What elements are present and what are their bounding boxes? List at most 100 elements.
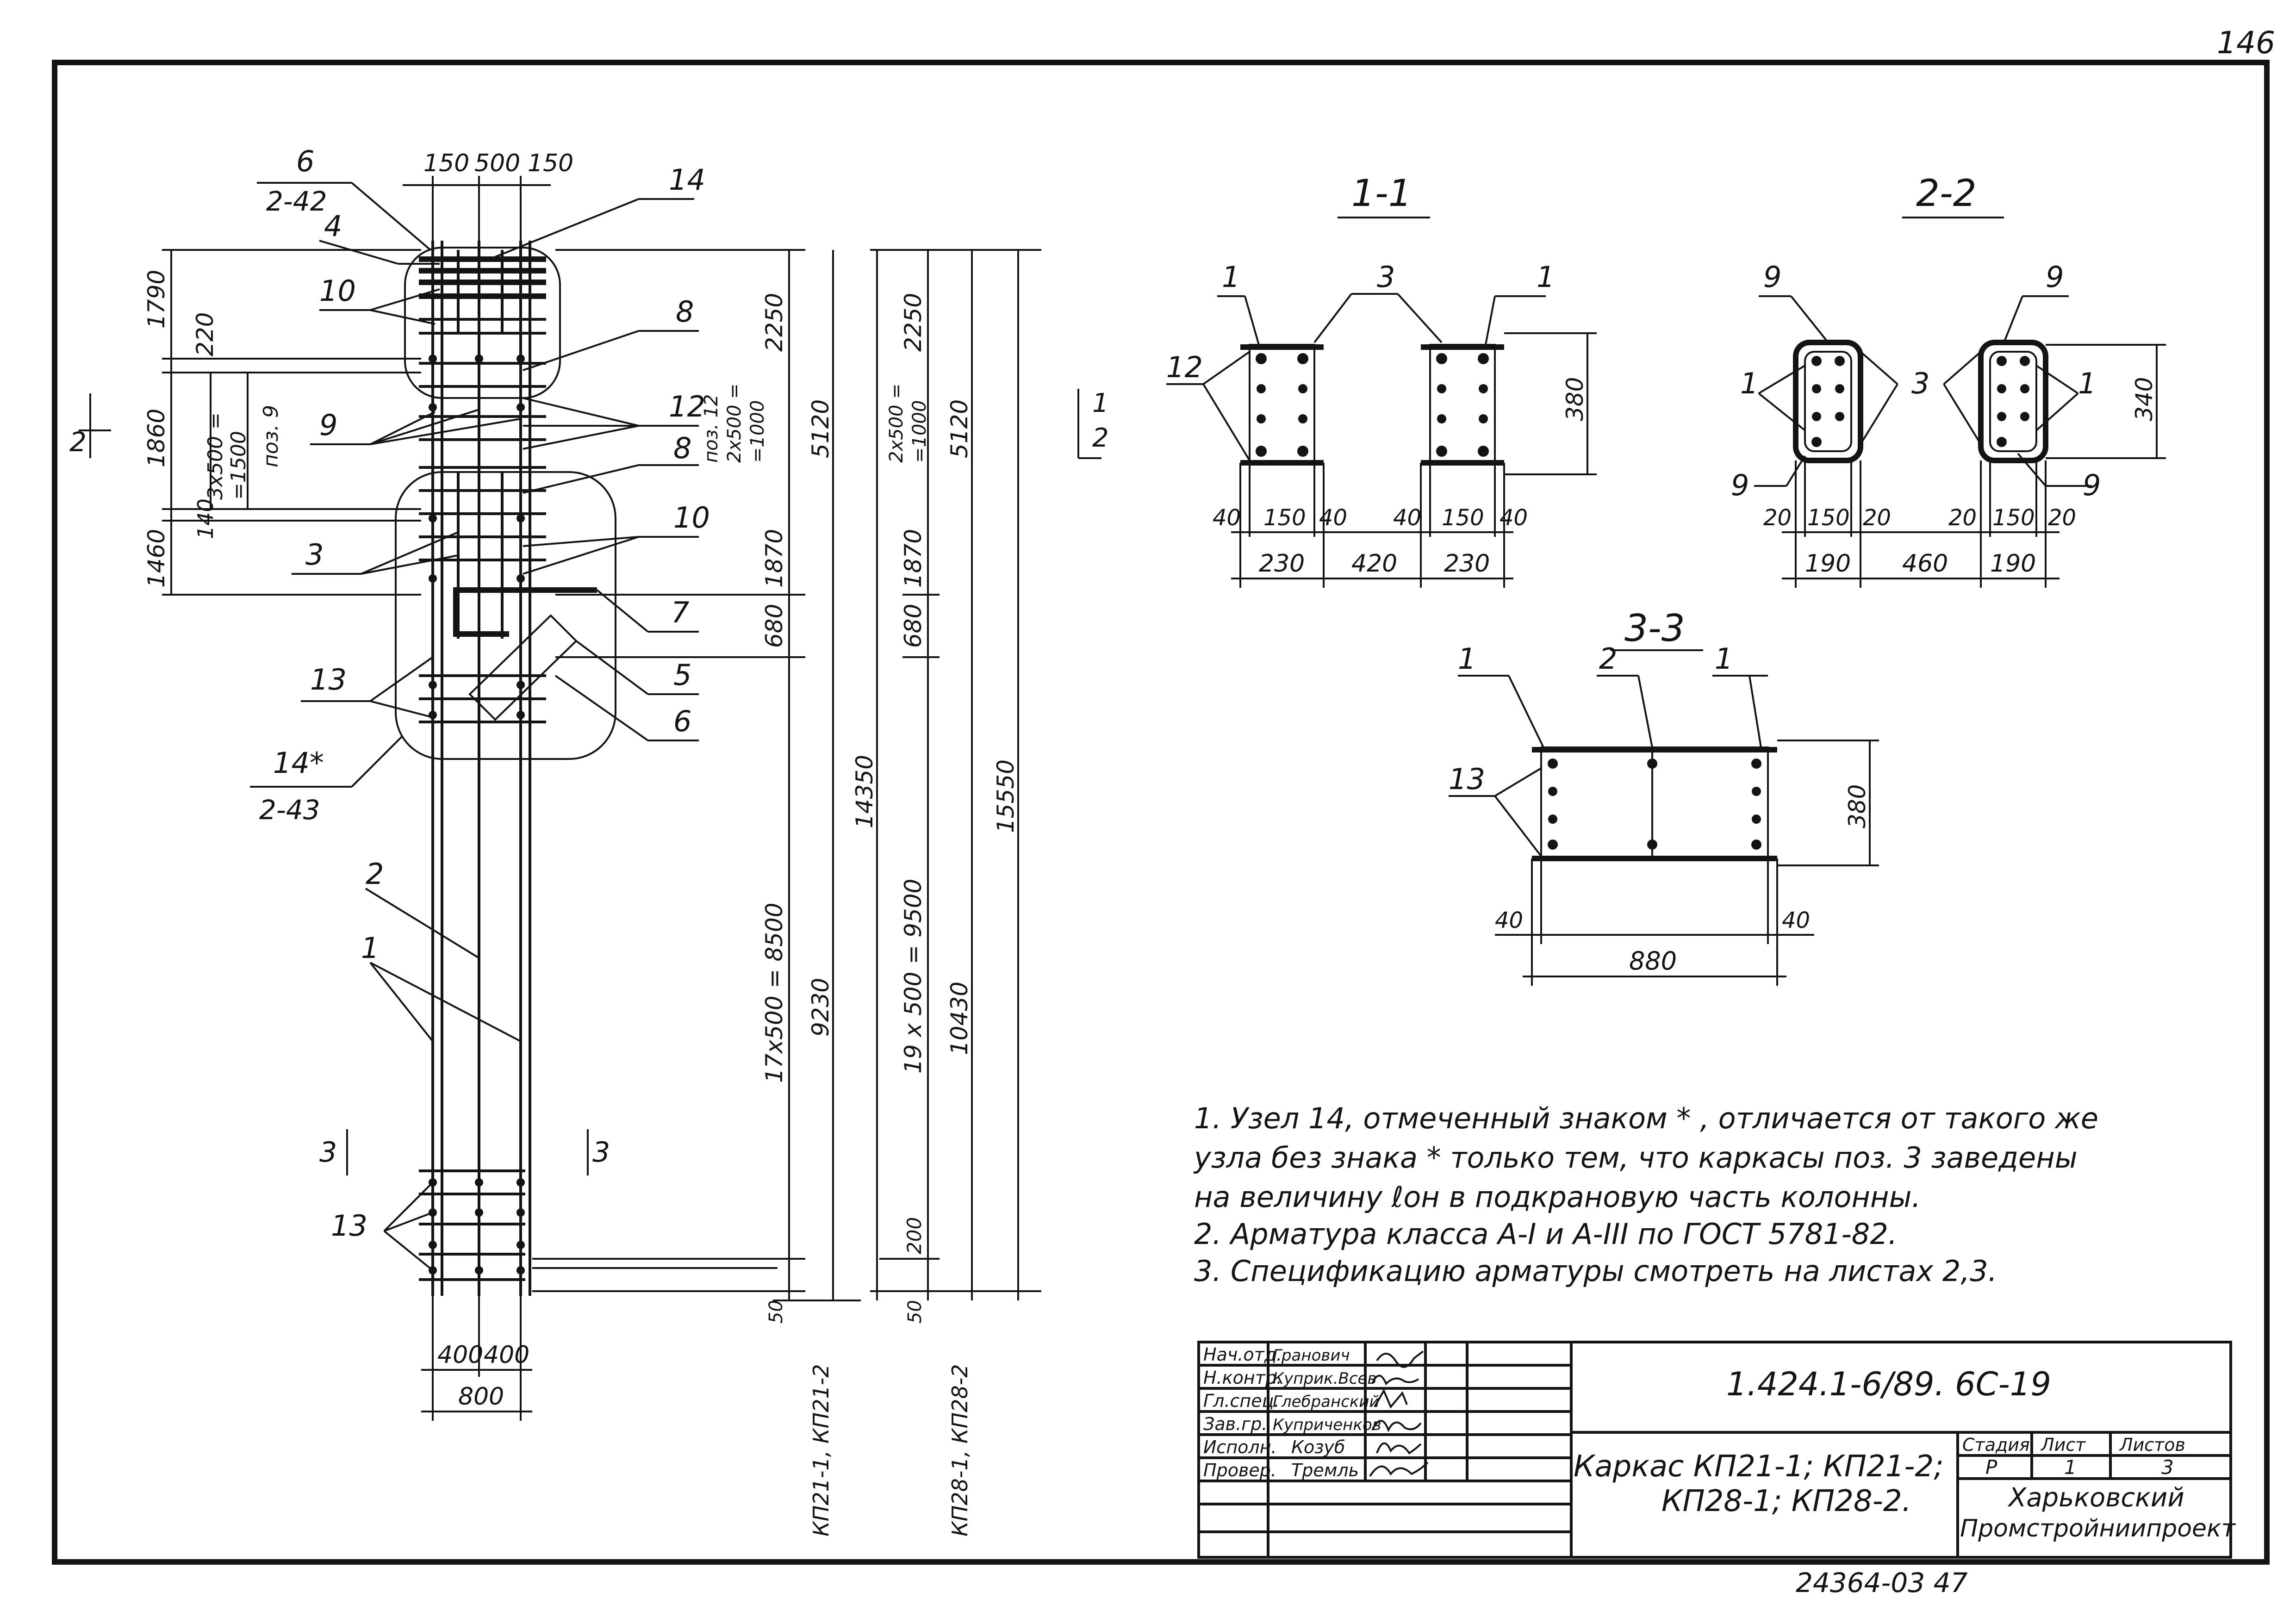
dim-left-140: 140 [193,498,218,539]
s11-dim-150b: 150 [1442,505,1484,531]
s22-height: 340 [2131,377,2158,421]
section-1-1-title: 1-1 [1351,172,1412,215]
section-mark-left: 2 [69,426,87,458]
dim-left-1860: 1860 [143,409,170,467]
s22-label-9-tl: 9 [1763,260,1781,294]
chain1-2250: 2250 [761,293,788,352]
page-number: 146 [2217,25,2275,61]
s33-total-880: 880 [1629,946,1677,976]
chain1-8500: 17х500 = 8500 [761,902,788,1083]
s22-dim-20d: 20 [2048,505,2076,531]
section-mark-right-2: 2 [1092,423,1109,453]
chain2-9500: 19 х 500 = 9500 [900,879,927,1074]
dim-left-1460: 1460 [143,529,170,588]
tb-designation: 1.424.1-6/89. 6С-19 [1726,1365,2051,1403]
callout-2-42: 2-42 [266,186,327,217]
archive-number: 24364-03 47 [1796,1567,1968,1598]
s11-dim-40a: 40 [1213,505,1241,531]
s11-dim-40c: 40 [1393,505,1421,531]
section-3-left-label: 3 [319,1136,337,1169]
tb-role-5: Исполн. [1203,1437,1277,1457]
chain1-50: 50 [765,1300,787,1324]
note-2: 2. Арматура класса А-I и А-III по ГОСТ 5… [1194,1217,1898,1251]
tb-org-1: Харьковский [2007,1483,2184,1513]
chain1-label: КП21-1, КП21-2 [809,1364,834,1536]
callout-2-43: 2-43 [259,794,320,826]
s22-total-460: 460 [1902,550,1948,578]
title-block: Нач.отд. Н.контр. Гл.спец. Зав.гр. Испол… [1197,1341,2236,1559]
s11-label-1-right: 1 [1537,260,1555,294]
callout-6-bottom: 6 [673,704,691,738]
tb-role-4: Зав.гр. [1203,1414,1267,1434]
callout-6-top: 6 [296,144,314,178]
tb-title-1: Каркас КП21-1; КП21-2; [1574,1449,1944,1484]
tb-sheets-header: Листов [2119,1435,2185,1455]
section-2-2-title: 2-2 [1916,172,1977,215]
s11-height: 380 [1562,377,1588,421]
s33-label-13: 13 [1449,762,1485,796]
s11-dim-40b: 40 [1319,505,1347,531]
note-1a: 1. Узел 14, отмеченный знаком * , отлича… [1194,1101,2099,1135]
tb-name-4: Куприченков [1273,1416,1381,1434]
dim-bottom-total: 800 [458,1383,504,1411]
section-3-right-label: 3 [592,1136,610,1169]
chain2-680: 680 [900,604,927,648]
callout-7: 7 [671,596,689,629]
callout-12: 12 [669,390,705,423]
knot-outline-bottom [395,471,616,760]
chain2-10430: 10430 [946,982,973,1055]
signature-6 [1369,1461,1429,1477]
tb-role-2: Н.контр. [1203,1368,1282,1388]
chain1-1870: 1870 [761,529,788,588]
s11-total-420: 420 [1351,550,1397,578]
callout-2: 2 [366,857,384,891]
sheet-frame [52,60,2270,1565]
s11-dim-150a: 150 [1263,505,1306,531]
pitch-note-pos: поз. 9 [259,405,283,467]
chain1-680: 680 [761,604,788,648]
signature-2 [1371,1374,1419,1386]
section-1-1: 1-1 1 3 1 12 380 [1166,172,1597,588]
dim-left-220: 220 [192,312,218,356]
dim-top-1: 150 [423,149,469,177]
dim-bottom-1: 400 [437,1341,483,1369]
s33-height: 380 [1844,784,1871,828]
section-2-2: 2-2 9 9 1 3 1 9 9 340 [1731,172,2166,588]
section-3-3: 3-3 1 2 1 13 380 40 40 880 [1449,607,1879,986]
callout-9: 9 [319,408,337,442]
signature-3 [1374,1388,1408,1409]
tb-stage-header: Стадия [1962,1435,2030,1455]
signature-4 [1371,1420,1422,1432]
s33-dim-40b: 40 [1782,908,1810,933]
s22-dim-20a: 20 [1763,505,1792,531]
chain2-15550: 15550 [992,759,1019,833]
s33-label-1-left: 1 [1458,642,1476,676]
tb-name-2: Куприк.Всев [1273,1369,1377,1388]
s33-dim-40a: 40 [1495,908,1523,933]
tb-sheets: 3 [2161,1456,2174,1479]
tb-org-2: Промстройниипроект [1960,1515,2236,1542]
s11-dim-40d: 40 [1500,505,1528,531]
s22-total-190a: 190 [1805,550,1851,578]
section-mark-right-1: 1 [1092,388,1109,418]
note-3: 3. Спецификацию арматуры смотреть на лис… [1194,1254,1997,1288]
s22-dim-150b: 150 [1992,505,2035,531]
callout-1: 1 [361,931,379,965]
tb-sheet: 1 [2064,1456,2077,1479]
tb-title-2: КП28-1; КП28-2. [1661,1484,1911,1518]
note-1b: узла без знака * только тем, что каркасы… [1194,1141,2078,1175]
s22-label-1-left: 1 [1740,367,1758,400]
s11-total-230b: 230 [1444,550,1490,578]
chain2-2250: 2250 [900,293,927,352]
main-elevation: 150 500 150 400 400 800 1790 220 1860 14… [69,144,1109,1421]
tb-role-1: Нач.отд. [1203,1344,1282,1365]
s22-label-3: 3 [1911,367,1929,400]
signature-5 [1376,1442,1422,1455]
dim-bottom-2: 400 [484,1341,529,1369]
tb-name-1: Гранович [1273,1346,1350,1365]
s22-label-9-br: 9 [2083,468,2101,502]
dimension-chains: 2250 поз. 12 2х500 = =1000 5120 1870 680… [532,249,1041,1536]
tb-name-6: Тремль [1291,1460,1359,1480]
tb-name-5: Козуб [1291,1437,1345,1457]
